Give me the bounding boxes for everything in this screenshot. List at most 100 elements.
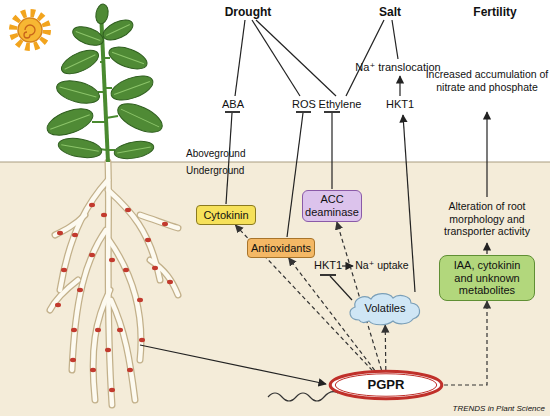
gene-label: HKT1 bbox=[310, 259, 346, 272]
bacterium bbox=[101, 213, 107, 217]
activation-arrow bbox=[399, 76, 400, 96]
cytokinin-box: Cytokinin bbox=[196, 205, 256, 225]
leaf-vein bbox=[106, 25, 130, 36]
bacterium bbox=[105, 348, 111, 352]
bacterium bbox=[95, 328, 101, 332]
leaf bbox=[108, 71, 156, 105]
leaf bbox=[106, 43, 150, 74]
leaf-blade bbox=[58, 45, 102, 78]
bacterium bbox=[123, 268, 129, 272]
stress-heading: Fertility bbox=[460, 5, 530, 19]
enzyme-box: ACC deaminase bbox=[302, 190, 362, 222]
leaf-blade bbox=[54, 77, 102, 108]
leaf bbox=[44, 103, 97, 140]
bacterium bbox=[71, 328, 77, 332]
root bbox=[50, 280, 78, 310]
soil-line bbox=[0, 162, 550, 163]
flagellum bbox=[268, 392, 338, 401]
metabolite-box: IAA, cytokinin and unknown metabolites bbox=[439, 255, 535, 301]
process-label: Alteration of root morphology and transp… bbox=[425, 200, 549, 238]
bacterium bbox=[90, 368, 96, 372]
ellipse-inner-ring bbox=[335, 374, 437, 397]
sun-disc bbox=[18, 18, 42, 42]
root bbox=[55, 215, 85, 235]
dashed-connector bbox=[444, 301, 487, 385]
pathway-line bbox=[346, 20, 384, 96]
root bbox=[140, 215, 178, 228]
activation-arrow bbox=[486, 243, 487, 254]
leaf-vein bbox=[50, 115, 89, 129]
cloud-shape bbox=[350, 294, 420, 325]
bacterium bbox=[70, 358, 76, 362]
bacterium bbox=[127, 368, 133, 372]
node-text: IAA, cytokinin and unknown metabolites bbox=[443, 259, 531, 297]
root bbox=[93, 290, 110, 400]
inhibition-bar bbox=[225, 111, 240, 113]
activation-arrow bbox=[342, 265, 353, 266]
leaf bbox=[70, 23, 106, 49]
petioles bbox=[92, 58, 118, 150]
pathway-line bbox=[235, 20, 245, 96]
leaf-blade bbox=[114, 98, 167, 138]
inhibition-bar bbox=[296, 111, 311, 113]
leaf bbox=[54, 77, 102, 108]
leaf-vein bbox=[112, 52, 144, 64]
soil-area bbox=[0, 162, 550, 416]
leaf-vein bbox=[117, 147, 150, 153]
node-text: Cytokinin bbox=[203, 209, 248, 222]
root-colonization-arrow bbox=[140, 345, 326, 384]
bacterium bbox=[117, 328, 123, 332]
root-outline bbox=[50, 162, 178, 405]
leaf-blade bbox=[44, 103, 97, 140]
ellipse-shape bbox=[330, 371, 442, 399]
leaves bbox=[44, 3, 167, 161]
sun-rays bbox=[13, 13, 47, 47]
leaf-blade bbox=[113, 139, 155, 162]
inhibition-line bbox=[331, 113, 332, 189]
process-label: Na⁺ uptake bbox=[354, 259, 410, 272]
leaf bbox=[58, 45, 102, 78]
zone-label: Underground bbox=[186, 165, 266, 177]
node-text: ACC deaminase bbox=[305, 193, 359, 218]
root-fill bbox=[50, 162, 178, 405]
bacterium bbox=[145, 238, 151, 242]
leaf-blade bbox=[106, 43, 150, 74]
leaf-blade bbox=[108, 71, 156, 105]
activation-arrow bbox=[486, 112, 487, 197]
bacterium bbox=[55, 303, 61, 307]
leaf bbox=[113, 139, 155, 162]
dashed-connector bbox=[235, 225, 372, 370]
bacterium bbox=[125, 208, 131, 212]
leaf-vein bbox=[65, 55, 96, 69]
pathway-line bbox=[252, 20, 300, 96]
root bbox=[108, 162, 112, 405]
bacterium-ellipse: PGPR bbox=[328, 370, 444, 400]
gene-label: HKT1 bbox=[382, 98, 418, 111]
root bbox=[72, 230, 106, 370]
bacterium bbox=[109, 388, 115, 392]
dashed-connector bbox=[385, 325, 387, 370]
leaf-blade bbox=[57, 135, 103, 160]
bacterium bbox=[137, 298, 143, 302]
inhibition-line bbox=[330, 276, 352, 300]
bacterium bbox=[152, 266, 158, 270]
bacterium bbox=[89, 253, 95, 257]
hormone-label: Ethylene bbox=[315, 98, 365, 111]
root bbox=[108, 190, 160, 280]
bacterium bbox=[109, 258, 115, 262]
inhibition-line bbox=[287, 113, 303, 237]
pathway-line bbox=[256, 20, 336, 96]
bacterium bbox=[77, 288, 83, 292]
bacterium bbox=[162, 222, 168, 226]
node-text: Antioxidants bbox=[251, 242, 311, 255]
bacterium bbox=[89, 203, 95, 207]
leaf-vein bbox=[60, 87, 97, 97]
leaf bbox=[57, 135, 103, 160]
root bbox=[140, 215, 178, 228]
molecule-label: ROS bbox=[289, 98, 319, 111]
root bbox=[72, 230, 106, 370]
stress-heading: Salt bbox=[365, 5, 415, 19]
leaf bbox=[94, 3, 109, 25]
leaf-blade bbox=[70, 23, 106, 49]
volatiles-cloud: Volatiles bbox=[345, 290, 425, 326]
